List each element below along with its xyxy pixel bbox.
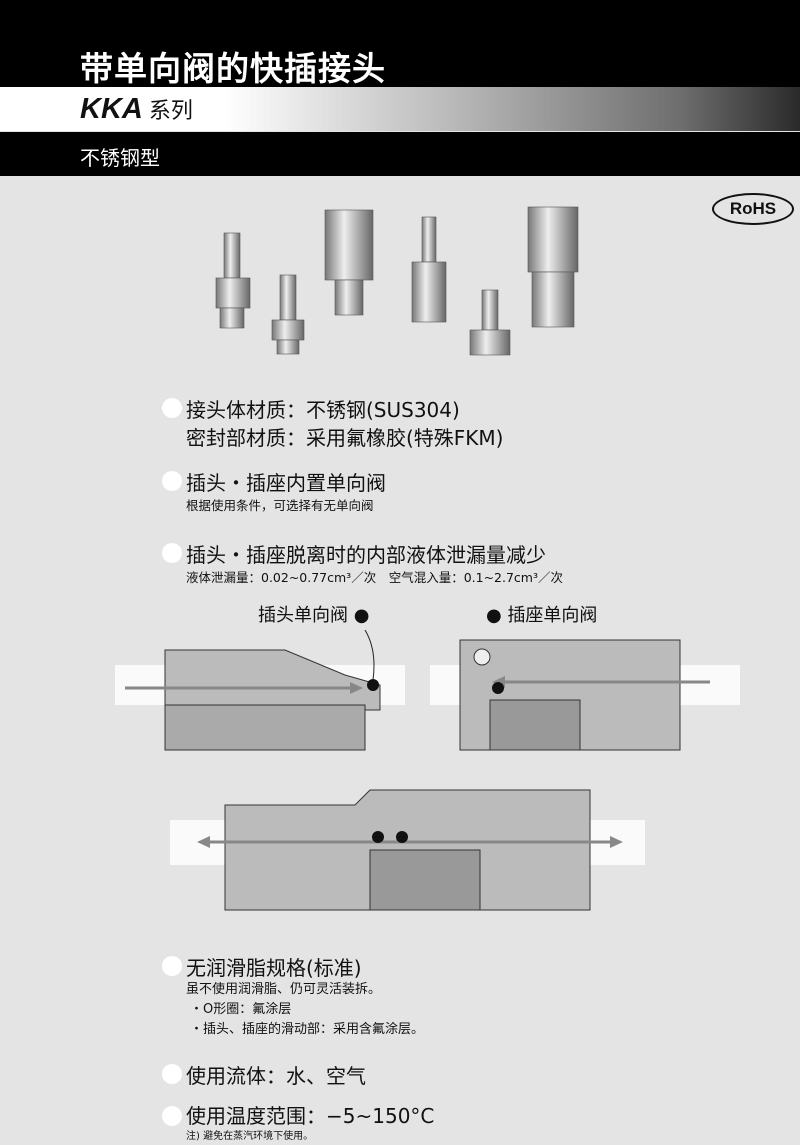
type-band	[0, 132, 800, 176]
bullet-icon	[162, 1106, 182, 1126]
type-label: 不锈钢型	[80, 146, 160, 170]
feature-body-material: 接头体材质：不锈钢(SUS304)	[186, 398, 460, 422]
series-code: KKA	[80, 93, 143, 125]
series-band	[0, 87, 800, 131]
socket-diagram	[430, 639, 740, 751]
label-text: 插座单向阀	[507, 605, 598, 626]
bullet-icon	[162, 471, 182, 491]
bullet-icon	[162, 956, 182, 976]
page-title: 带单向阀的快插接头	[80, 49, 386, 88]
feature-note: 根据使用条件，可选择有无单向阀	[186, 498, 374, 513]
product-photo	[215, 206, 579, 356]
feature-note: 液体泄漏量：0.02~0.77cm³／次 空气混入量：0.1~2.7cm³／次	[186, 570, 563, 585]
connected-diagram	[170, 789, 645, 911]
feature-title: 无润滑脂规格(标准)	[186, 956, 362, 980]
header-band	[0, 0, 800, 87]
plug-valve-label: 插头单向阀 ●	[258, 605, 370, 626]
feature-note: ・O形圈：氟涂层	[190, 1002, 292, 1017]
label-text: 插头单向阀	[258, 605, 348, 626]
bullet-icon	[162, 398, 182, 418]
feature-note: 虽不使用润滑脂、仍可灵活装拆。	[186, 982, 382, 997]
bullet-icon	[162, 1064, 182, 1084]
feature-title: 插头・插座脱离时的内部液体泄漏量减少	[186, 543, 546, 567]
feature-note: 注) 避免在蒸汽环境下使用。	[186, 1131, 314, 1142]
feature-seal-material: 密封部材质：采用氟橡胶(特殊FKM)	[186, 426, 504, 450]
feature-title: 使用流体：水、空气	[186, 1064, 366, 1088]
feature-title: 插头・插座内置单向阀	[186, 471, 386, 495]
rohs-badge: RoHS	[712, 193, 794, 225]
feature-note: ・插头、插座的滑动部：采用含氟涂层。	[190, 1022, 425, 1037]
plug-diagram	[115, 630, 405, 751]
socket-valve-label: ● 插座单向阀	[486, 605, 598, 626]
feature-title: 使用温度范围：−5~150°C	[186, 1104, 435, 1128]
bullet-icon	[162, 543, 182, 563]
series-suffix: 系列	[148, 98, 193, 123]
